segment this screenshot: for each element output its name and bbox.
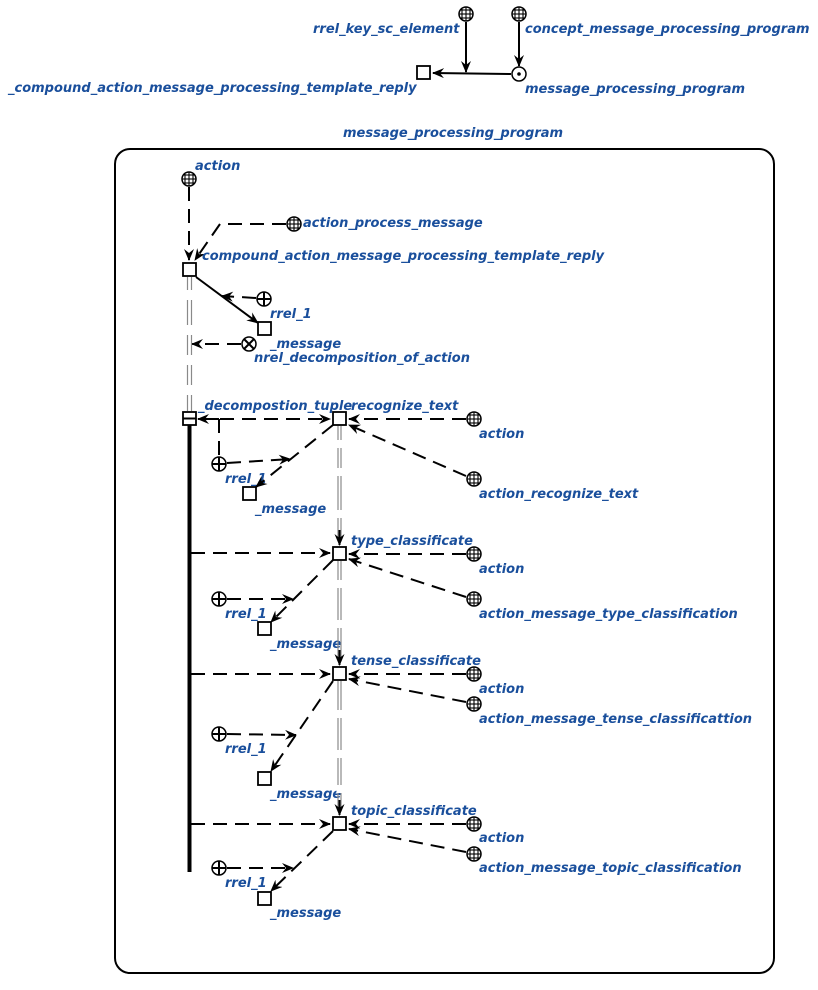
contour-title: message_processing_program (343, 126, 563, 141)
message-label-e: _message (269, 906, 341, 921)
action-tense-class-node[interactable] (466, 696, 482, 712)
rrel-1-label-b: rrel_1 (225, 472, 267, 487)
action-b-label: action (479, 427, 524, 442)
recognize-text-label: recognize_text (351, 399, 459, 414)
action-topic-class-label: action_message_topic_classification (479, 861, 742, 876)
message-node-d[interactable] (257, 771, 272, 786)
action-d-label: action (479, 682, 524, 697)
type-message-edge (270, 559, 334, 623)
rrel-1-node-e[interactable] (211, 860, 227, 876)
action-node-main[interactable] (181, 171, 197, 187)
contour-body: action action_process_message compound_a… (181, 159, 752, 921)
rrel-1-node-c[interactable] (211, 591, 227, 607)
rrel-1-edge-d (226, 729, 297, 740)
rrel-1-label-c: rrel_1 (225, 607, 267, 622)
action-recognize-edge (348, 424, 467, 477)
topic-message-edge (270, 830, 334, 892)
message-label-b: _message (254, 502, 326, 517)
concept-label: concept_message_processing_program (525, 22, 810, 37)
action-type-edge (348, 557, 467, 598)
action-node-e[interactable] (466, 816, 482, 832)
tense-message-edge (270, 680, 334, 772)
decomp-tuple-node[interactable] (182, 411, 197, 426)
rrel-key-node[interactable] (458, 6, 474, 22)
compound-var-label: compound_action_message_processing_templ… (202, 249, 605, 264)
rrel-1-edge-a (221, 291, 257, 302)
nrel-decomp-label: nrel_decomposition_of_action (254, 351, 470, 366)
top-access-edge (432, 68, 512, 79)
action-c-label: action (479, 562, 524, 577)
tense-classificate-label: tense_classificate (351, 654, 481, 669)
process-message-edge (194, 223, 286, 261)
message-node-a[interactable] (257, 321, 272, 336)
action-topic-class-node[interactable] (466, 846, 482, 862)
rrel-1-node-a[interactable] (256, 291, 272, 307)
rrel-1-node-b[interactable] (211, 456, 227, 472)
topic-classificate-label: topic_classificate (351, 804, 477, 819)
action-e-label: action (479, 831, 524, 846)
type-classificate-node[interactable] (332, 546, 347, 561)
action-tense-class-label: action_message_tense_classificattion (479, 712, 752, 727)
message-label-d: _message (269, 787, 341, 802)
compound-var-top-label: _compound_action_message_processing_temp… (7, 81, 417, 96)
action-topic-edge (348, 826, 467, 853)
recognize-text-node[interactable] (332, 411, 347, 426)
action-main-label: action (195, 159, 240, 174)
action-node-c[interactable] (466, 546, 482, 562)
recognize-message-edge (255, 424, 334, 488)
rrel-1-edge-b (226, 454, 291, 465)
rrel-1-node-d[interactable] (211, 726, 227, 742)
action-recognize-text-label: action_recognize_text (479, 487, 639, 502)
program-contour (114, 148, 775, 974)
nrel-decomposition-node[interactable] (241, 336, 257, 352)
rrel-key-label: rrel_key_sc_element (313, 22, 460, 37)
message-label-a: _message (269, 337, 341, 352)
action-type-class-label: action_message_type_classification (479, 607, 738, 622)
rrel-1-label-a: rrel_1 (270, 307, 312, 322)
message-node-e[interactable] (257, 891, 272, 906)
tense-classificate-node[interactable] (332, 666, 347, 681)
mpp-top-label: message_processing_program (525, 82, 745, 97)
action-process-message-label: action_process_message (303, 216, 483, 231)
top-section: rrel_key_sc_element concept_message_proc… (7, 6, 810, 141)
action-node-b[interactable] (466, 411, 482, 427)
compound-var-node[interactable] (182, 262, 197, 277)
compound-var-node-top[interactable] (416, 65, 431, 80)
action-recognize-text-node[interactable] (466, 471, 482, 487)
message-node-c[interactable] (257, 621, 272, 636)
concept-node[interactable] (511, 6, 527, 22)
message-node-b[interactable] (242, 486, 257, 501)
action-type-class-node[interactable] (466, 591, 482, 607)
rrel-1-label-e: rrel_1 (225, 876, 267, 891)
mpp-node[interactable] (511, 66, 527, 82)
topic-classificate-node[interactable] (332, 816, 347, 831)
type-classificate-label: type_classificate (351, 534, 473, 549)
action-node-d[interactable] (466, 666, 482, 682)
rrel-1-label-d: rrel_1 (225, 742, 267, 757)
action-process-message-node[interactable] (286, 216, 302, 232)
compound-message-edge-a (195, 276, 259, 324)
message-label-c: _message (269, 637, 341, 652)
decomp-tuple-label: _decompostion_tuple (197, 399, 352, 414)
action-tense-edge (348, 676, 467, 703)
